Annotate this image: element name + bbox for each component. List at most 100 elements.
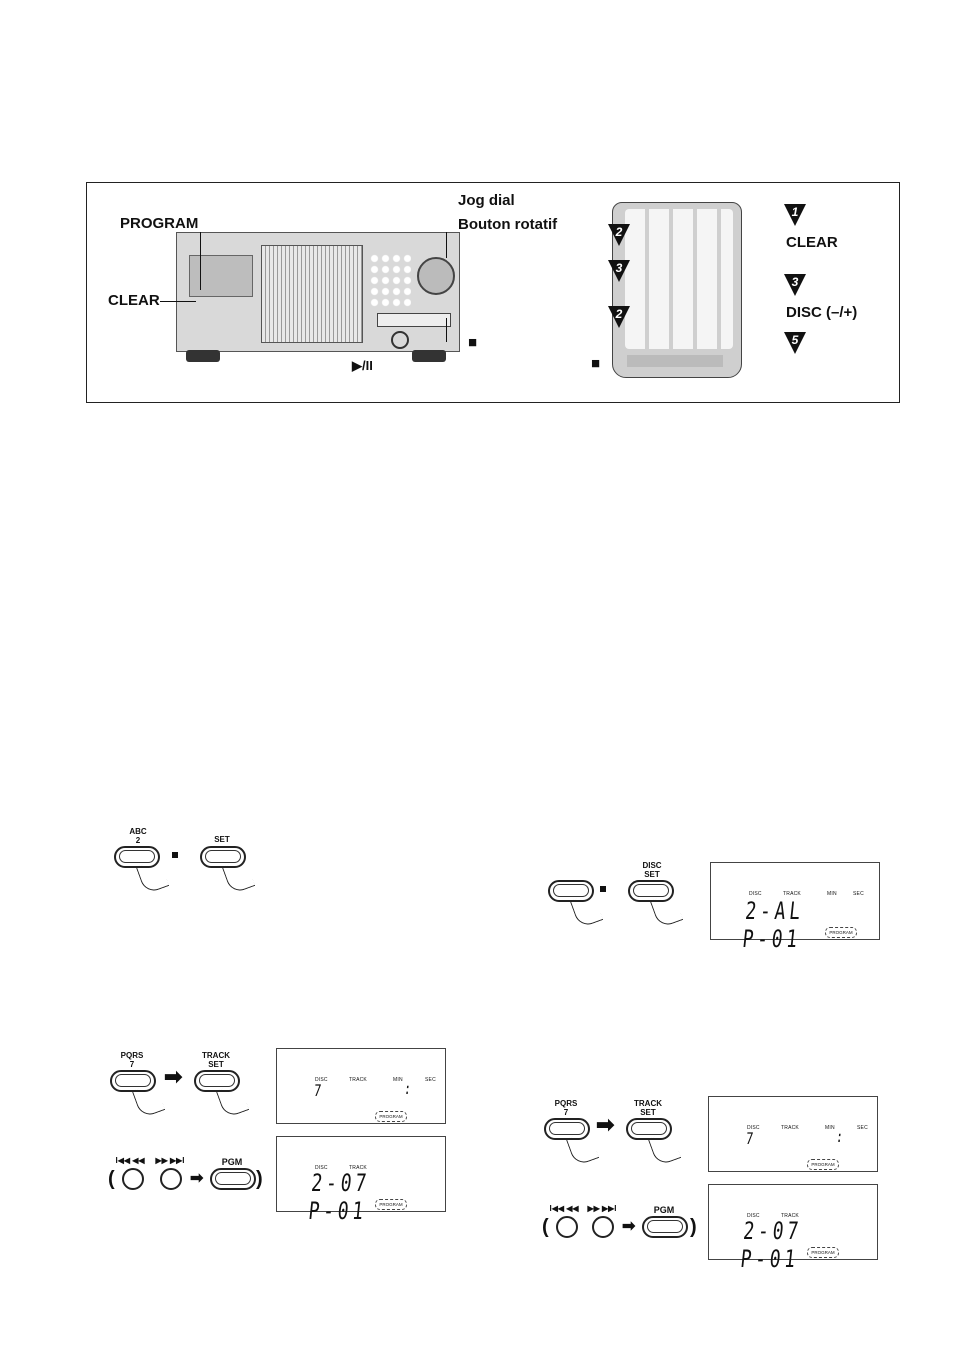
program-label: PROGRAM bbox=[120, 215, 199, 232]
dash-separator-icon bbox=[600, 886, 606, 892]
remote-button-grid bbox=[625, 209, 733, 349]
finger-hand-icon bbox=[569, 892, 604, 929]
disc-minus-plus-label: DISC (–/+) bbox=[786, 304, 858, 321]
finger-hand-icon bbox=[131, 1082, 166, 1119]
right-arrow-icon: ➡ bbox=[190, 1170, 204, 1187]
display-digits: 2-AL P-01 bbox=[741, 897, 806, 953]
skip-back-button[interactable] bbox=[556, 1216, 578, 1238]
right-arrow-icon: ➡ bbox=[596, 1112, 615, 1137]
pgm-button[interactable] bbox=[210, 1168, 256, 1190]
display-colon: : bbox=[402, 1079, 416, 1098]
program-indicator: PROGRAM bbox=[825, 927, 857, 938]
pqrs-7-button[interactable] bbox=[110, 1070, 156, 1092]
pqrs-key-letters: PQRS bbox=[120, 1051, 144, 1060]
lcd-display: DISC TRACK MIN SEC 2-AL P-01 PROGRAM bbox=[710, 862, 880, 953]
paren-close: ) bbox=[690, 1216, 697, 1238]
cd-player-illustration bbox=[176, 232, 460, 352]
program-indicator: PROGRAM bbox=[807, 1159, 839, 1170]
set-button[interactable] bbox=[200, 846, 246, 868]
skip-back-button[interactable] bbox=[122, 1168, 144, 1190]
pqrs-7-button[interactable] bbox=[544, 1118, 590, 1140]
display-colon: : bbox=[834, 1127, 848, 1146]
clear-label-right: CLEAR bbox=[786, 234, 838, 251]
finger-hand-icon bbox=[215, 1082, 250, 1119]
player-foot-right bbox=[412, 350, 446, 362]
disc-carousel-window bbox=[261, 245, 363, 343]
step-marker-3b: 3 bbox=[784, 274, 806, 296]
right-arrow-icon: ➡ bbox=[164, 1064, 183, 1089]
track-set-line1: TRACK bbox=[634, 1099, 662, 1108]
disc-set-button[interactable] bbox=[628, 880, 674, 902]
track-set-line2: SET bbox=[640, 1108, 656, 1117]
disc-set-line2: SET bbox=[644, 870, 660, 879]
play-pause-label: ▶/II bbox=[352, 358, 373, 373]
stop-label-remote: ■ bbox=[591, 355, 601, 372]
step-marker-2b: 2 bbox=[608, 306, 630, 328]
abc-key-letters: ABC bbox=[129, 827, 147, 836]
program-indicator: PROGRAM bbox=[375, 1111, 407, 1122]
abc-key-number: 2 bbox=[135, 836, 141, 845]
paren-close: ) bbox=[256, 1168, 263, 1190]
finger-hand-icon bbox=[649, 892, 684, 929]
player-headphone-jack bbox=[391, 331, 409, 349]
track-set-line2: SET bbox=[208, 1060, 224, 1069]
disc-set-line1: DISC bbox=[642, 861, 662, 870]
display-digits: 2-07 P-01 bbox=[739, 1217, 804, 1273]
player-foot-left bbox=[186, 350, 220, 362]
bouton-rotatif-label: Bouton rotatif bbox=[458, 216, 558, 233]
clear-label-left: CLEAR bbox=[108, 292, 160, 309]
step-marker-5: 5 bbox=[784, 332, 806, 354]
jog-dial-label: Jog dial bbox=[458, 192, 515, 209]
key-button[interactable] bbox=[548, 880, 594, 902]
jog-leader-line bbox=[446, 232, 447, 258]
step-marker-1: 1 bbox=[784, 204, 806, 226]
stop-leader-line bbox=[446, 318, 447, 342]
paren-open: ( bbox=[542, 1216, 549, 1238]
program-indicator: PROGRAM bbox=[807, 1247, 839, 1258]
stop-label: ■ bbox=[468, 334, 478, 351]
pgm-label: PGM bbox=[653, 1205, 675, 1215]
display-digit: 7 bbox=[312, 1081, 326, 1100]
clear-leader-line bbox=[160, 301, 196, 302]
set-key-label: SET bbox=[214, 835, 230, 844]
device-figure-frame bbox=[86, 182, 900, 403]
step-marker-3a: 3 bbox=[608, 260, 630, 282]
skip-forward-button[interactable] bbox=[160, 1168, 182, 1190]
lcd-display: DISC TRACK 2-07 P-01 PROGRAM bbox=[276, 1136, 446, 1225]
skip-back-label: I◀◀ ◀◀ bbox=[549, 1204, 579, 1213]
skip-fwd-label: ▶▶ ▶▶I bbox=[587, 1204, 617, 1213]
player-display-window bbox=[189, 255, 253, 297]
finger-hand-icon bbox=[647, 1130, 682, 1167]
lcd-display: DISC TRACK 2-07 P-01 PROGRAM bbox=[708, 1184, 878, 1273]
dash-separator-icon bbox=[172, 852, 178, 858]
player-bottom-buttons bbox=[377, 313, 451, 327]
track-set-button[interactable] bbox=[626, 1118, 672, 1140]
skip-fwd-label: ▶▶ ▶▶I bbox=[155, 1156, 185, 1165]
pgm-button[interactable] bbox=[642, 1216, 688, 1238]
jog-dial-knob bbox=[417, 257, 455, 295]
display-digit: 7 bbox=[744, 1129, 758, 1148]
program-indicator: PROGRAM bbox=[375, 1199, 407, 1210]
remote-control-illustration bbox=[612, 202, 742, 378]
finger-hand-icon bbox=[565, 1130, 600, 1167]
step-marker-2a: 2 bbox=[608, 224, 630, 246]
lcd-display: DISC TRACK MIN SEC 7 : PROGRAM bbox=[276, 1048, 446, 1124]
skip-back-label: I◀◀ ◀◀ bbox=[115, 1156, 145, 1165]
program-leader-line bbox=[200, 232, 201, 290]
pqrs-key-number: 7 bbox=[129, 1060, 135, 1069]
track-set-line1: TRACK bbox=[202, 1051, 230, 1060]
display-digits: 2-07 P-01 bbox=[307, 1169, 372, 1225]
track-set-button[interactable] bbox=[194, 1070, 240, 1092]
right-arrow-icon: ➡ bbox=[622, 1218, 636, 1235]
pqrs-key-letters: PQRS bbox=[554, 1099, 578, 1108]
pgm-label: PGM bbox=[221, 1157, 243, 1167]
lcd-display: DISC TRACK MIN SEC 7 : PROGRAM bbox=[708, 1096, 878, 1172]
pqrs-key-number: 7 bbox=[563, 1108, 569, 1117]
finger-hand-icon bbox=[135, 858, 170, 895]
abc-2-button[interactable] bbox=[114, 846, 160, 868]
paren-open: ( bbox=[108, 1168, 115, 1190]
finger-hand-icon bbox=[221, 858, 256, 895]
player-keypad bbox=[369, 253, 411, 309]
remote-caption bbox=[627, 355, 723, 367]
skip-forward-button[interactable] bbox=[592, 1216, 614, 1238]
